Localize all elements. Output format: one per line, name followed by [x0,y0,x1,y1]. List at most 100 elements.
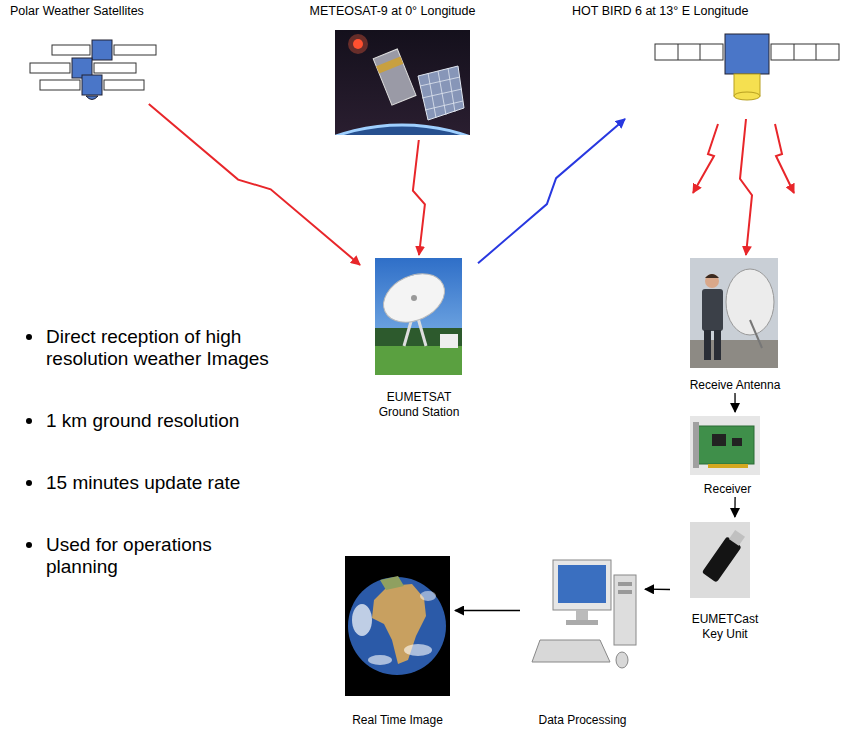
sun-glow [348,34,368,54]
dish [376,265,453,332]
image-node: EUMETCast Key Unit [670,517,780,642]
node-caption: Data Processing [538,713,626,728]
hotbird-satellite-icon [655,34,839,100]
roof [690,340,778,368]
drive-bay [618,582,632,586]
sun [353,39,363,49]
person-leg [704,330,711,360]
usb-plug [729,530,745,546]
image-node: METEOSAT-9 at 0° Longitude [305,4,480,140]
polar-satellites-icon [30,40,156,100]
screen [558,565,606,603]
ground-station-photo [375,258,462,375]
sky [375,258,462,375]
background [690,258,778,368]
solar-panel [30,63,70,73]
radio-link-arrow [740,119,752,255]
flow-arrow [734,497,735,517]
radio-link-arrow [478,119,625,263]
node-caption: Real Time Image [352,713,443,728]
solar-panel [40,80,80,90]
key-unit-photo [690,522,750,598]
panel-divider [794,44,816,60]
satellite-dish [86,96,98,100]
solar-panel [655,44,723,60]
earth-limb [335,125,470,135]
dish [726,269,774,335]
bullet-list: Direct reception of high resolution weat… [22,326,280,618]
solar-panel [771,44,839,60]
chip [732,438,742,446]
mouse [616,652,628,668]
monitor-base [566,620,598,625]
circuit-board [698,426,754,464]
bullet-item: 1 km ground resolution [22,410,278,432]
satellite-body [92,40,112,60]
image-node: Receiver [680,412,775,497]
image-node: EUMETSAT Ground Station [360,255,478,420]
cloud [368,655,392,665]
solar-panel [52,45,90,55]
connector [708,464,748,468]
satellite-body [373,49,416,105]
node-caption: METEOSAT-9 at 0° Longitude [310,4,476,19]
panel-divider [678,44,700,60]
bullet-item: 15 minutes update rate [22,472,278,494]
space-background [345,556,450,696]
keyboard [532,640,610,662]
bullet-item: Used for operations planning [22,534,278,578]
space-background [335,30,470,135]
cloud [404,644,432,656]
tower [614,575,636,645]
person-head [705,274,719,288]
radio-link-arrow [413,140,425,255]
background [690,416,760,475]
broadcast-arrow [693,124,718,193]
node-caption: Receiver [704,482,751,497]
solar-panel [94,63,136,73]
dish-feed [411,295,417,301]
reflector-grid [420,68,463,118]
image-node: Receive Antenna [680,255,790,393]
building [440,334,458,348]
solar-panel [104,80,144,90]
person-hair [705,274,719,278]
image-node: Polar Weather Satellites [8,4,168,104]
usb-stick [702,528,748,583]
bracket [693,422,699,468]
image-node: Data Processing [520,550,645,728]
person-leg [714,330,721,360]
node-caption: HOT BIRD 6 at 13° E Longitude [572,4,748,19]
satellite-band [376,56,403,73]
antenna-feed-end [734,92,760,100]
dish-arm [750,320,762,348]
satellite-body [725,34,769,74]
node-caption: Receive Antenna [690,378,781,393]
earth-disk [348,577,446,675]
satellite-body [82,75,102,95]
satellite-reflector [418,66,464,120]
cloud [420,591,436,601]
receiver-card-photo [690,416,760,475]
bullet-item: Direct reception of high resolution weat… [22,326,278,370]
chip [712,434,726,446]
image-node: Real Time Image [340,550,455,728]
computer-icon [532,560,636,668]
monitor-stand [576,610,588,620]
earth-image [345,556,450,696]
satellite-cylinder [373,49,416,105]
flow-arrow [645,589,670,591]
bullet-text: 1 km ground resolution [46,410,239,431]
bullet-text: Used for operations planning [46,534,212,577]
monitor [553,560,611,610]
europe [380,576,404,590]
meteosat-photo [335,30,470,135]
solar-panel [114,45,156,55]
receive-antenna-photo [690,258,778,368]
node-caption: EUMETCast Key Unit [684,612,766,642]
cloud [352,604,372,636]
bullet-text: 15 minutes update rate [46,472,240,493]
radio-link-arrow [149,104,360,265]
bullet-text: Direct reception of high resolution weat… [46,326,269,369]
image-node: HOT BIRD 6 at 13° E Longitude [570,4,845,119]
